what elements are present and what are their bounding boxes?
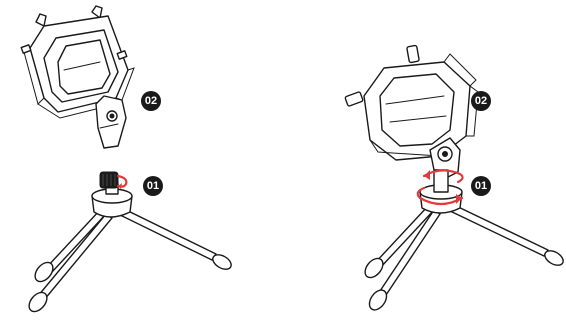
left-figure: 02	[20, 5, 232, 313]
right-tripod-icon	[364, 169, 564, 311]
left-badge-01-label: 01	[147, 180, 159, 192]
right-phone-holder-icon	[344, 44, 479, 179]
right-figure: 02	[344, 44, 564, 311]
left-badge-02-label: 02	[145, 95, 157, 107]
left-rotate-arrow-icon	[116, 174, 128, 189]
left-badge-02: 02	[141, 91, 161, 111]
left-badge-01: 01	[143, 176, 163, 196]
right-rotate-arrow-icon	[416, 169, 464, 206]
left-knob-icon	[99, 171, 119, 189]
right-badge-01: 01	[471, 176, 491, 196]
left-tripod-icon	[28, 171, 232, 313]
left-phone-holder-icon	[20, 5, 135, 149]
right-badge-02: 02	[471, 91, 491, 111]
right-badge-02-label: 02	[475, 95, 487, 107]
right-badge-01-label: 01	[475, 180, 487, 192]
